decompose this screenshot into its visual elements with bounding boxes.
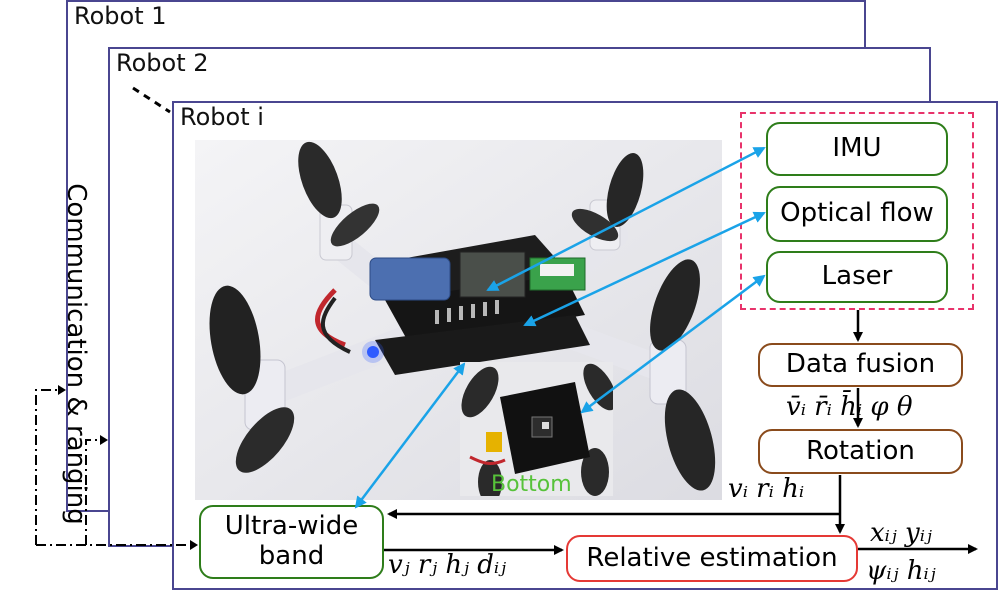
comm-line-robot2: [85, 439, 106, 545]
relative-estimation-box: Relative estimation: [566, 535, 858, 582]
rotation-box: Rotation: [758, 429, 963, 474]
uwb-box: Ultra-wide band: [199, 505, 384, 579]
data-fusion-box: Data fusion: [758, 343, 963, 387]
laser-mapping-arrow: [580, 274, 766, 414]
result-xy-label: xᵢⱼ yᵢⱼ: [870, 518, 932, 548]
robot-i-title: Robot i: [180, 103, 264, 131]
laser-box: Laser: [766, 251, 948, 303]
uwb-mapping-arrow: [354, 362, 466, 509]
flow-mapping-arrow: [523, 211, 766, 327]
result-psih-label: ψᵢⱼ hᵢⱼ: [866, 556, 936, 586]
imu-box: IMU: [766, 122, 948, 176]
fusion-output-label: v̄ᵢ r̄ᵢ h̄ᵢ φ θ: [786, 392, 913, 422]
rotation-output-label: vᵢ rᵢ hᵢ: [728, 474, 805, 504]
optical-flow-box: Optical flow: [766, 186, 948, 242]
bottom-label: Bottom: [491, 472, 572, 497]
imu-mapping-arrow: [486, 146, 766, 292]
stack-connector: [132, 86, 171, 114]
robot-2-title: Robot 2: [116, 49, 209, 77]
robot-1-title: Robot 1: [74, 2, 167, 30]
uwb-output-label: vⱼ rⱼ hⱼ dᵢⱼ: [388, 550, 507, 580]
comm-line-robot1: [35, 389, 64, 545]
